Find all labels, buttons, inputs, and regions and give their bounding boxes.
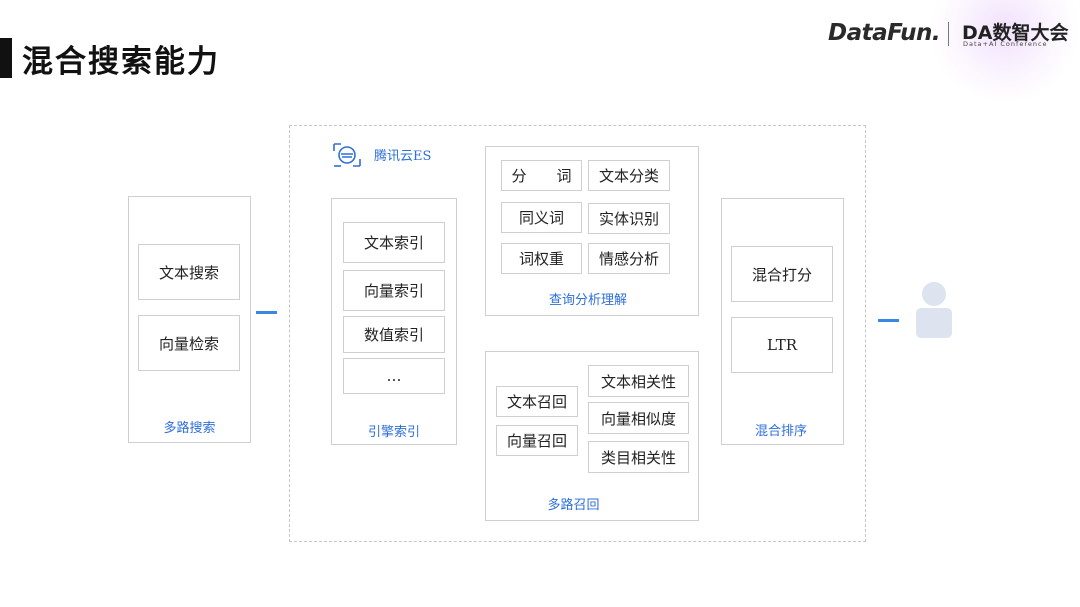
more-index-box: … bbox=[343, 358, 445, 394]
category-relevance-box: 类目相关性 bbox=[588, 441, 689, 473]
term-weight-box: 词权重 bbox=[501, 243, 582, 274]
multi-recall-caption: 多路召回 bbox=[547, 498, 600, 513]
sentiment-analysis-box: 情感分析 bbox=[588, 243, 670, 274]
synonym-box: 同义词 bbox=[501, 202, 582, 233]
user-icon bbox=[914, 281, 954, 339]
text-recall-box: 文本召回 bbox=[496, 386, 578, 417]
da-conference-logo: DA数智大会 bbox=[962, 22, 1069, 44]
query-analysis-caption: 查询分析理解 bbox=[548, 293, 627, 308]
tencent-es-label: 腾讯云ES bbox=[374, 149, 432, 164]
tencent-es-icon bbox=[331, 141, 363, 169]
vector-similarity-box: 向量相似度 bbox=[588, 402, 689, 434]
hybrid-scoring-box: 混合打分 bbox=[731, 246, 833, 302]
logo-separator bbox=[948, 22, 949, 46]
title-accent-bar bbox=[0, 38, 12, 78]
entity-recognition-box: 实体识别 bbox=[588, 203, 670, 234]
text-classification-box: 文本分类 bbox=[588, 160, 670, 191]
multi-search-caption: 多路搜索 bbox=[163, 421, 216, 436]
datafun-logo: DataFun. bbox=[828, 20, 941, 46]
da-conference-subtitle: Data+AI Conference bbox=[963, 40, 1048, 48]
logo-glow bbox=[925, 0, 1080, 100]
slide-title: 混合搜索能力 bbox=[22, 44, 220, 80]
vector-recall-box: 向量召回 bbox=[496, 425, 578, 456]
engine-index-caption: 引擎索引 bbox=[367, 425, 420, 440]
vector-index-box: 向量索引 bbox=[343, 270, 445, 311]
ltr-box: LTR bbox=[731, 317, 833, 373]
text-index-box: 文本索引 bbox=[343, 222, 445, 263]
connector-right bbox=[878, 319, 899, 322]
text-relevance-box: 文本相关性 bbox=[588, 365, 689, 397]
numeric-index-box: 数值索引 bbox=[343, 316, 445, 353]
tokenization-box: 分 词 bbox=[501, 160, 582, 191]
text-search-box: 文本搜索 bbox=[138, 244, 240, 300]
vector-retrieval-box: 向量检索 bbox=[138, 315, 240, 371]
tencent-es-container bbox=[289, 125, 866, 542]
connector-left bbox=[256, 311, 277, 314]
hybrid-ranking-caption: 混合排序 bbox=[754, 424, 807, 439]
